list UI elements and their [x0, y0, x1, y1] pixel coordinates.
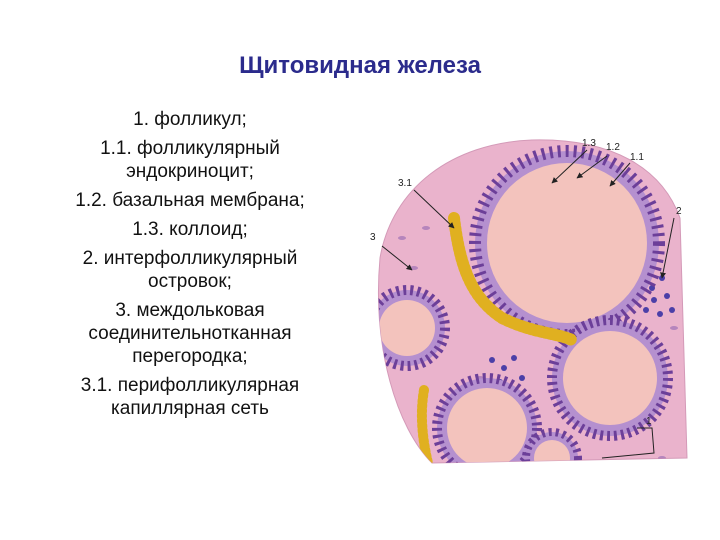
label-1-2: 1.2 — [606, 142, 620, 153]
label-2: 2 — [676, 206, 682, 217]
follicle-small-bottom — [522, 428, 582, 463]
histology-svg: 3.1 3 1.3 1.2 1.1 2 1 — [370, 138, 688, 464]
legend-line: островок; — [148, 271, 232, 292]
legend-line: перегородка; — [132, 346, 248, 367]
label-3-1: 3.1 — [398, 178, 412, 189]
legend-line: 2. интерфолликулярный — [82, 248, 298, 269]
legend-item-colloid: 1.3. коллоид; — [20, 218, 360, 241]
legend-item-endocrinocyte: 1.1. фолликулярный эндокриноцит; — [20, 137, 360, 183]
follicle-bottom-right — [547, 315, 673, 441]
legend-line: 1.3. коллоид; — [132, 219, 248, 240]
tissue-content — [378, 145, 678, 463]
legend-item-follicle: 1. фолликул; — [20, 108, 360, 131]
label-3: 3 — [370, 232, 376, 243]
legend-line: 3. междольковая — [115, 300, 265, 321]
label-1: 1 — [646, 416, 652, 427]
legend-item-interfollicular-islet: 2. интерфолликулярный островок; — [20, 247, 360, 293]
follicle-left — [378, 285, 450, 371]
legend-line: 1.1. фолликулярный — [100, 138, 280, 159]
legend-item-septum: 3. междольковая соединительнотканная пер… — [20, 299, 360, 368]
capillary-septum — [448, 212, 578, 346]
legend-list: 1. фолликул; 1.1. фолликулярный эндокрин… — [20, 108, 360, 426]
follicle-bottom-middle — [432, 373, 542, 463]
follicle-large — [469, 145, 665, 341]
slide-title: Щитовидная железа — [239, 52, 481, 79]
legend-line: 1. фолликул; — [133, 109, 247, 130]
legend-line: эндокриноцит; — [126, 161, 254, 182]
legend-line: капиллярная сеть — [111, 398, 269, 419]
label-1-1: 1.1 — [630, 152, 644, 163]
legend-item-capillary-network: 3.1. перифолликулярная капиллярная сеть — [20, 374, 360, 420]
legend-line: соединительнотканная — [88, 323, 292, 344]
legend-line: 1.2. базальная мембрана; — [75, 190, 305, 211]
legend-item-basal-membrane: 1.2. базальная мембрана; — [20, 189, 360, 212]
legend-line: 3.1. перифолликулярная — [80, 375, 300, 396]
label-1-3: 1.3 — [582, 138, 596, 149]
leader-lines — [381, 149, 675, 459]
capillary-lower — [416, 385, 433, 463]
thyroid-histology-figure: 3.1 3 1.3 1.2 1.1 2 1 — [362, 128, 697, 473]
